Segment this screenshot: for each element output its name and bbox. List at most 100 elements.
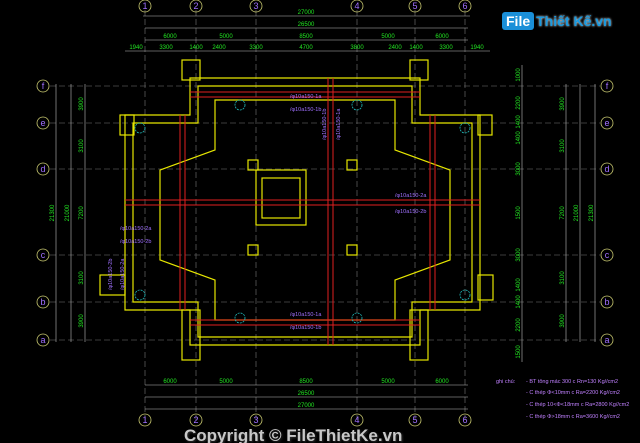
- axis-x-label: 4: [354, 415, 359, 425]
- dim-text: 3300: [249, 45, 263, 51]
- dim-text: 6000: [435, 379, 449, 385]
- notes-line: - C thép Φ<10mm c Ra=2200 Kg//cm2: [526, 390, 620, 396]
- dim-text: 5000: [381, 34, 395, 40]
- axis-x-label: 1: [142, 1, 147, 11]
- axis-y-label: f: [42, 81, 45, 91]
- dim-text: 1000: [516, 68, 522, 82]
- dim-text: 1400: [409, 45, 423, 51]
- notes-line: - BT tông mác 300 c Rn=130 Kg//cm2: [526, 379, 618, 385]
- axis-x-label: 5: [412, 415, 417, 425]
- dim-text: 27000: [298, 10, 315, 16]
- dim-text: 3900: [79, 97, 85, 111]
- dim-text: 3100: [79, 139, 85, 153]
- rebar-label: /φ10a150-1b: [290, 107, 321, 113]
- axis-y-label: c: [41, 250, 46, 260]
- axis-x-label: 2: [193, 1, 198, 11]
- axis-y-label: e: [604, 118, 609, 128]
- axis-labels: 1 2 3 4 5 6 1 2 3 4 5 6 f e d c b a f e …: [40, 1, 609, 425]
- dim-text: 1400: [189, 45, 203, 51]
- dim-text: 5000: [219, 379, 233, 385]
- dim-text: 3100: [79, 271, 85, 285]
- dim-text: 1940: [470, 45, 484, 51]
- dim-text: 1400: [516, 278, 522, 292]
- dim-text: 2400: [212, 45, 226, 51]
- notes: ghi chú: - BT tông mác 300 c Rn=130 Kg//…: [496, 379, 629, 420]
- dim-text: 21300: [589, 204, 595, 221]
- logo-box: File: [502, 12, 535, 30]
- dim-text: 21000: [574, 204, 580, 221]
- rebar-label: /φ10a150-2b: [120, 239, 151, 245]
- axis-x-label: 3: [253, 415, 258, 425]
- dim-text: 7200: [560, 206, 566, 220]
- dim-text: 1940: [129, 45, 143, 51]
- notes-line: - C thép Φ>18mm c Ra=3600 Kg//cm2: [526, 414, 620, 420]
- dim-text: 3800: [350, 45, 364, 51]
- axis-x-label: 3: [253, 1, 258, 11]
- dim-text: 2400: [388, 45, 402, 51]
- rebar-label: /φ10a150-1b: [290, 325, 321, 331]
- dim-text: 2200: [516, 96, 522, 110]
- dim-text: 3300: [159, 45, 173, 51]
- axis-y-label: e: [40, 118, 45, 128]
- axis-y-label: b: [40, 297, 45, 307]
- site-logo: File Thiết Kế.vn: [502, 12, 612, 30]
- rebar-label: /φ10a150-2a: [120, 226, 152, 232]
- dimension-lines: [55, 15, 596, 410]
- dim-text: 2200: [516, 318, 522, 332]
- dim-text: 1400: [516, 115, 522, 129]
- rebar-label: /φ10a150-2b: [395, 209, 426, 215]
- pile-markers: [134, 99, 471, 324]
- dim-text: 3100: [560, 271, 566, 285]
- rebar-label: /φ10a150-1b: [322, 109, 328, 140]
- dim-text: 3100: [560, 139, 566, 153]
- logo-text: Thiết Kế.vn: [536, 13, 612, 29]
- rebar-labels: /φ10a150-1a /φ10a150-1b /φ10a150-1b /φ10…: [108, 94, 427, 331]
- rebar-label: /φ10a150-1a: [336, 108, 342, 140]
- dim-text: 8500: [299, 379, 313, 385]
- dim-text: 3000: [516, 162, 522, 176]
- axis-x-label: 4: [354, 1, 359, 11]
- rebar-lines: [125, 78, 480, 345]
- dim-text: 3900: [79, 314, 85, 328]
- dim-text: 26500: [298, 391, 315, 397]
- rebar-label: /φ10a150-1a: [290, 94, 322, 100]
- dim-text: 3900: [560, 314, 566, 328]
- dim-text: 27000: [298, 403, 315, 409]
- axis-y-label: d: [40, 164, 45, 174]
- rebar-label: /φ10a150-2a: [395, 193, 427, 199]
- rebar-label: /φ10a150-2b: [108, 259, 114, 290]
- dim-text: 21000: [65, 204, 71, 221]
- dim-text: 6000: [163, 379, 177, 385]
- dim-text: 4700: [299, 45, 313, 51]
- dim-text: 5000: [381, 379, 395, 385]
- axis-x-label: 6: [462, 1, 467, 11]
- axis-y-label: f: [606, 81, 609, 91]
- notes-title: ghi chú:: [496, 379, 516, 385]
- axis-x-label: 2: [193, 415, 198, 425]
- notes-line: - C thép 10<Φ<18mm c Ra=2800 Kg//cm2: [526, 402, 629, 408]
- dim-text: 1500: [516, 206, 522, 220]
- rebar-label: /φ10a150-1a: [290, 312, 322, 318]
- dim-text: 3000: [516, 248, 522, 262]
- dim-text: 5000: [219, 34, 233, 40]
- dim-text: 26500: [298, 22, 315, 28]
- axis-x-label: 5: [412, 1, 417, 11]
- axis-y-label: a: [40, 335, 45, 345]
- axis-x-label: 1: [142, 415, 147, 425]
- axis-y-label: b: [604, 297, 609, 307]
- axis-bubbles: [36, 0, 614, 427]
- dim-text: 6000: [163, 34, 177, 40]
- rebar-label: /φ10a150-2a: [120, 258, 126, 290]
- axis-y-label: c: [605, 250, 610, 260]
- dim-text: 3300: [439, 45, 453, 51]
- foundation-outline: [99, 59, 494, 361]
- axis-y-label: d: [604, 164, 609, 174]
- dim-text: 3900: [560, 97, 566, 111]
- axis-x-label: 6: [462, 415, 467, 425]
- dim-text: 21300: [50, 204, 56, 221]
- dimension-texts: 27000 26500 6000 5000 8500 5000 6000 194…: [50, 10, 595, 409]
- copyright-watermark: Copyright © FileThietKe.vn: [184, 426, 403, 443]
- dim-text: 7200: [79, 206, 85, 220]
